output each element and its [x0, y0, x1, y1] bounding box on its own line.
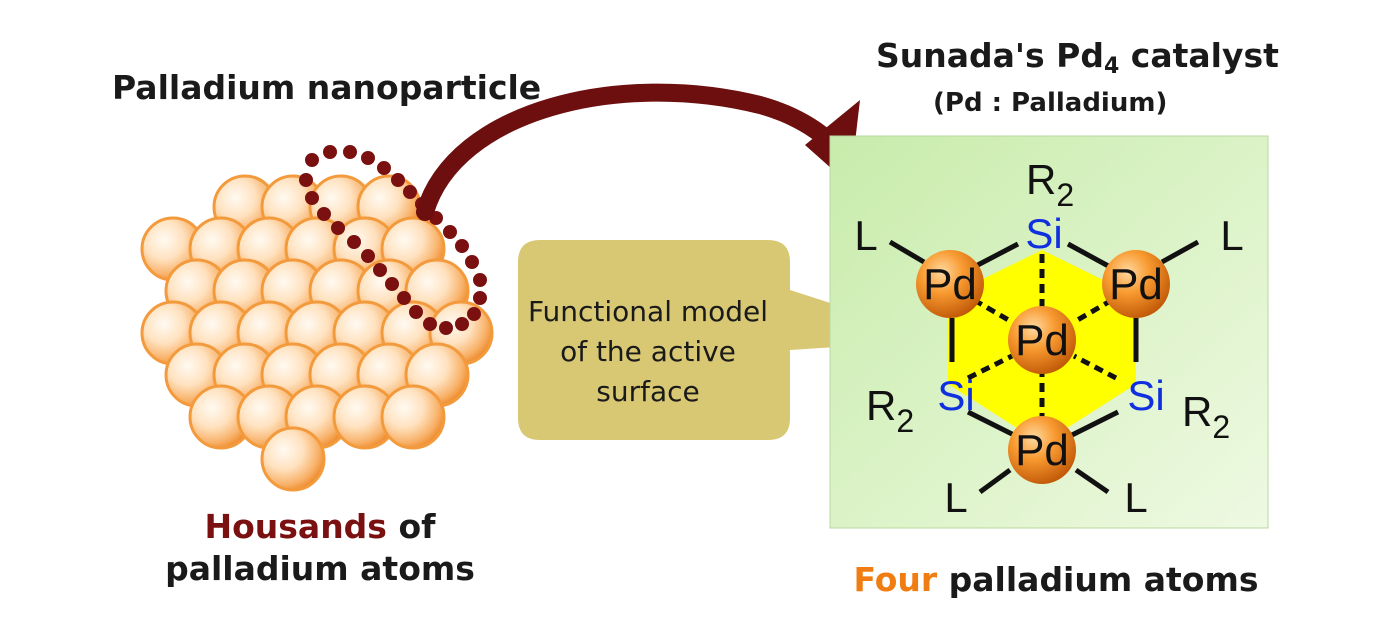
nanoparticle-title: Palladium nanoparticle	[112, 68, 542, 107]
curved-arrow	[416, 83, 860, 221]
surface-dot	[361, 249, 375, 263]
nanoparticle-cluster	[140, 174, 494, 492]
catalyst-title-main: Sunada's Pd	[876, 36, 1104, 75]
dashed-bonds	[966, 254, 1118, 430]
surface-dot	[299, 173, 313, 187]
callout-line-1: Functional model	[527, 295, 769, 328]
surface-dot	[377, 161, 391, 175]
callout-line-3: surface	[596, 375, 700, 408]
caption-palladium-atoms-right: palladium atoms	[948, 560, 1259, 599]
surface-dot	[455, 239, 469, 253]
surface-dot	[385, 277, 399, 291]
surface-dot	[391, 173, 405, 187]
surface-dot	[423, 317, 437, 331]
ligand-label-bottom-left: L	[944, 474, 967, 521]
callout-bubble	[518, 240, 945, 440]
si-label-top: Si	[1025, 210, 1062, 257]
caption-of: of	[398, 507, 436, 546]
r-label-left: R2	[866, 382, 914, 439]
surface-dot	[361, 151, 375, 165]
surface-dot	[397, 291, 411, 305]
surface-dot	[467, 307, 481, 321]
surface-dot	[347, 235, 361, 249]
surface-dot	[465, 255, 479, 269]
surface-dot	[473, 291, 487, 305]
catalyst-subtitle: (Pd : Palladium)	[933, 88, 1168, 118]
caption-palladium-atoms: palladium atoms	[165, 549, 475, 588]
surface-dot	[409, 305, 423, 319]
catalyst-title-end: catalyst	[1119, 36, 1279, 75]
surface-dot	[317, 207, 331, 221]
catalyst-title-subscript: 4	[1103, 54, 1120, 79]
nanoparticle-caption: Housands of palladium atoms	[150, 506, 490, 590]
pd-label-bottom: Pd	[1015, 426, 1069, 475]
pd-label-top-left: Pd	[923, 260, 977, 309]
si-label-left: Si	[937, 372, 974, 419]
surface-dot	[331, 221, 345, 235]
surface-dot	[305, 191, 319, 205]
pd-atoms	[916, 250, 1170, 484]
pd-sphere	[260, 426, 326, 492]
callout-line-2: of the active	[560, 335, 736, 368]
surface-dot	[443, 225, 457, 239]
catalyst-title: Sunada's Pd4 catalyst	[876, 36, 1279, 79]
surface-dot	[439, 321, 453, 335]
r-label-top: R2	[1026, 156, 1074, 213]
pd-atom-bottom	[1008, 416, 1076, 484]
pd-atom-top-left	[916, 250, 984, 318]
caption-highlight-four: Four	[853, 560, 938, 599]
pd-label-top-right: Pd	[1109, 260, 1163, 309]
si-label-right: Si	[1127, 372, 1164, 419]
ligand-label-top-right: L	[1220, 212, 1243, 259]
pd-label-center: Pd	[1015, 316, 1069, 365]
surface-dot	[473, 273, 487, 287]
pd-atom-center	[1008, 306, 1076, 374]
surface-dot	[455, 317, 469, 331]
pd-sphere	[380, 384, 446, 450]
r-label-right: R2	[1182, 388, 1230, 445]
ligand-label-bottom-right: L	[1124, 474, 1147, 521]
active-surface-dots	[299, 145, 487, 335]
ligand-label-top-left: L	[854, 212, 877, 259]
catalyst-caption: Four palladium atoms	[836, 560, 1276, 599]
bonds	[888, 239, 1200, 495]
caption-highlight-housands: Housands	[204, 507, 387, 546]
callout-text: Functional model of the active surface	[516, 292, 780, 412]
surface-dot	[373, 263, 387, 277]
surface-dot	[343, 145, 357, 159]
surface-dot	[403, 185, 417, 199]
surface-dot	[305, 153, 319, 167]
surface-dot	[323, 145, 337, 159]
pd-atom-top-right	[1102, 250, 1170, 318]
